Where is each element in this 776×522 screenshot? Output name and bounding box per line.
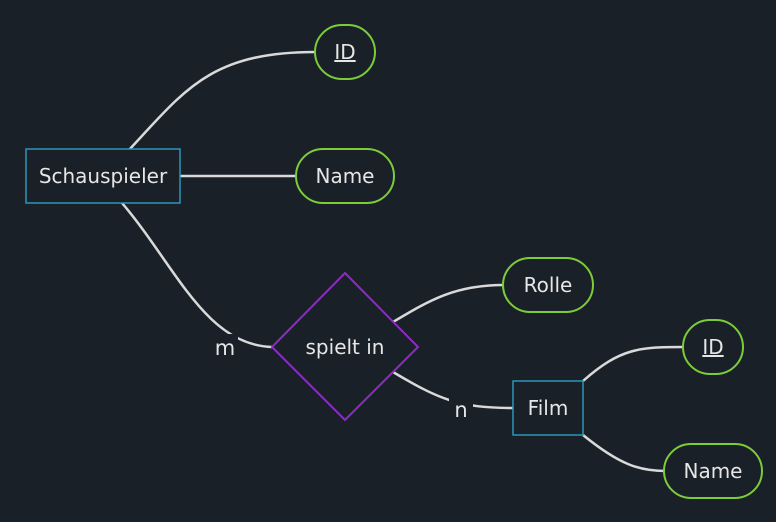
cardinality-n-label: n xyxy=(449,396,473,422)
cardinality-n-text: n xyxy=(454,398,467,422)
attribute-schauspieler-id-label: ID xyxy=(334,40,355,64)
edge-film-id xyxy=(582,345,685,382)
edge-schauspieler-spielt-in xyxy=(121,202,273,349)
entity-film-label: Film xyxy=(528,396,569,420)
cardinality-m-text: m xyxy=(215,336,235,360)
entity-schauspieler-label: Schauspieler xyxy=(39,164,168,188)
edge-film-name xyxy=(582,434,666,473)
relationship-spielt-in[interactable]: spielt in xyxy=(270,271,420,422)
attribute-film-name[interactable]: Name xyxy=(663,443,763,499)
entity-schauspieler[interactable]: Schauspieler xyxy=(25,148,181,204)
attribute-film-id-label: ID xyxy=(702,335,723,359)
edge-spielt-in-rolle xyxy=(392,283,505,324)
edge-schauspieler-id xyxy=(127,50,317,152)
attribute-rolle-label: Rolle xyxy=(524,273,573,297)
entity-film[interactable]: Film xyxy=(512,380,584,436)
edges xyxy=(121,50,685,473)
attribute-schauspieler-name[interactable]: Name xyxy=(295,148,395,204)
attribute-rolle[interactable]: Rolle xyxy=(502,257,594,313)
relationship-spielt-in-label: spielt in xyxy=(306,335,385,359)
cardinality-m-label: m xyxy=(212,334,238,360)
attribute-schauspieler-id[interactable]: ID xyxy=(314,24,376,80)
attribute-film-id[interactable]: ID xyxy=(682,319,744,375)
attribute-schauspieler-name-label: Name xyxy=(315,164,374,188)
attribute-film-name-label: Name xyxy=(683,459,742,483)
